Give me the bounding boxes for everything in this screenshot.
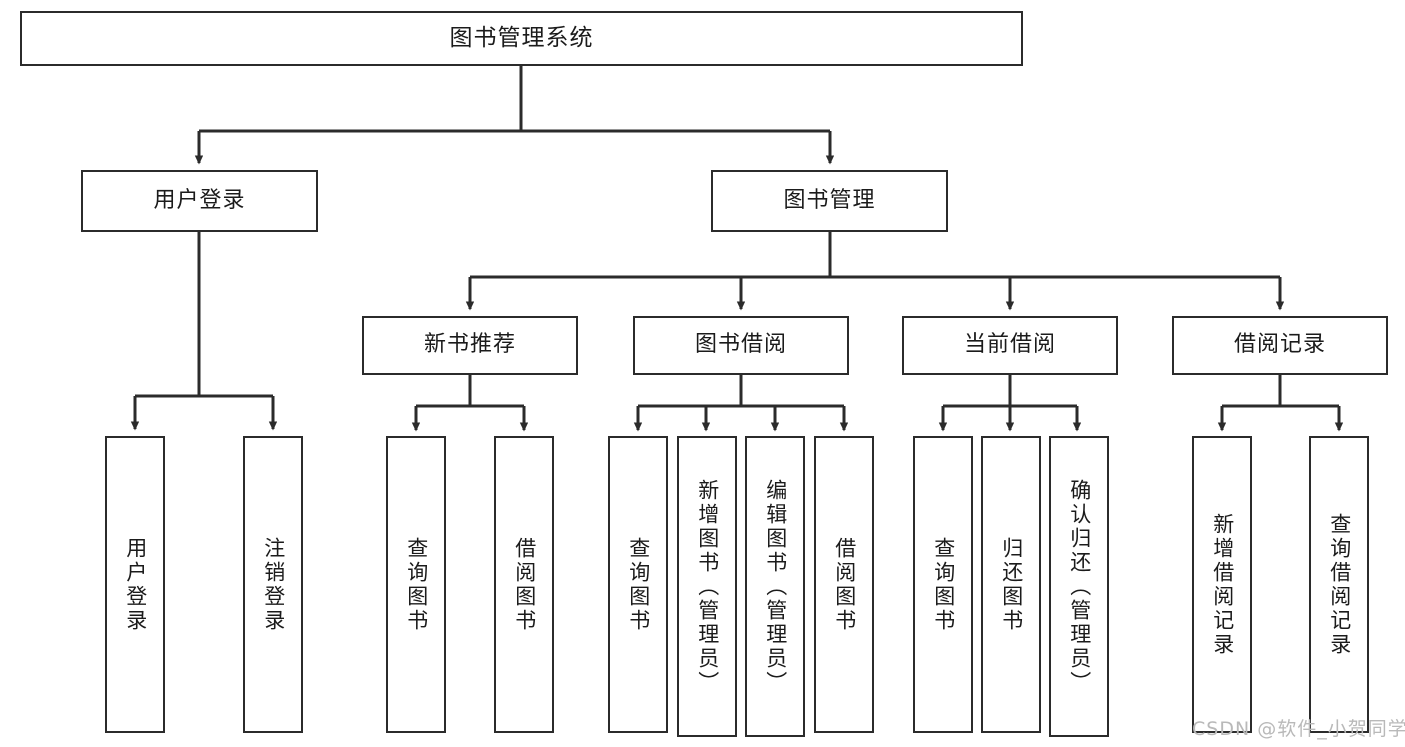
node-new-book-recommend[interactable]: 新书推荐 <box>362 316 578 375</box>
node-borrow-record[interactable]: 借阅记录 <box>1172 316 1388 375</box>
leaf-query-book-current[interactable]: 查询图书 <box>913 436 973 733</box>
leaf-borrow-book-recommend[interactable]: 借阅图书 <box>494 436 554 733</box>
node-user-login[interactable]: 用户登录 <box>81 170 318 232</box>
node-label: 图书管理系统 <box>449 24 594 51</box>
node-label: 借阅图书 <box>832 536 857 633</box>
node-label: 查询图书 <box>626 536 651 633</box>
leaf-query-book-borrow[interactable]: 查询图书 <box>608 436 668 733</box>
leaf-confirm-return-admin[interactable]: 确认归还（管理员） <box>1049 436 1109 737</box>
node-current-borrow[interactable]: 当前借阅 <box>902 316 1118 375</box>
node-label: 用户登录 <box>153 187 246 213</box>
leaf-add-borrow-record[interactable]: 新增借阅记录 <box>1192 436 1252 733</box>
node-book-borrow[interactable]: 图书借阅 <box>633 316 849 375</box>
leaf-query-borrow-record[interactable]: 查询借阅记录 <box>1309 436 1369 733</box>
leaf-logout-login[interactable]: 注销登录 <box>243 436 303 733</box>
node-label: 归还图书 <box>999 536 1024 633</box>
node-label: 图书管理 <box>783 187 876 213</box>
leaf-edit-book-admin[interactable]: 编辑图书（管理员） <box>745 436 805 737</box>
node-label: 注销登录 <box>261 536 286 633</box>
node-label: 查询图书 <box>931 536 956 633</box>
leaf-add-book-admin[interactable]: 新增图书（管理员） <box>677 436 737 737</box>
node-label: 查询借阅记录 <box>1327 512 1352 657</box>
leaf-borrow-book-borrow[interactable]: 借阅图书 <box>814 436 874 733</box>
node-label: 查询图书 <box>404 536 429 633</box>
node-label: 用户登录 <box>123 536 148 633</box>
node-label: 新书推荐 <box>423 332 516 358</box>
leaf-query-book-recommend[interactable]: 查询图书 <box>386 436 446 733</box>
node-label: 借阅图书 <box>512 536 537 633</box>
node-root-book-management-system[interactable]: 图书管理系统 <box>20 11 1023 66</box>
node-book-management[interactable]: 图书管理 <box>711 170 948 232</box>
node-label: 新增借阅记录 <box>1210 512 1235 657</box>
node-label: 当前借阅 <box>963 332 1056 358</box>
node-label: 借阅记录 <box>1233 332 1326 358</box>
leaf-return-book[interactable]: 归还图书 <box>981 436 1041 733</box>
node-label: 新增图书（管理员） <box>695 478 720 695</box>
leaf-user-login[interactable]: 用户登录 <box>105 436 165 733</box>
csdn-watermark: CSDN @软件_小贺同学 <box>1192 718 1405 740</box>
node-label: 编辑图书（管理员） <box>763 478 788 695</box>
node-label: 确认归还（管理员） <box>1067 478 1092 695</box>
node-label: 图书借阅 <box>694 332 787 358</box>
